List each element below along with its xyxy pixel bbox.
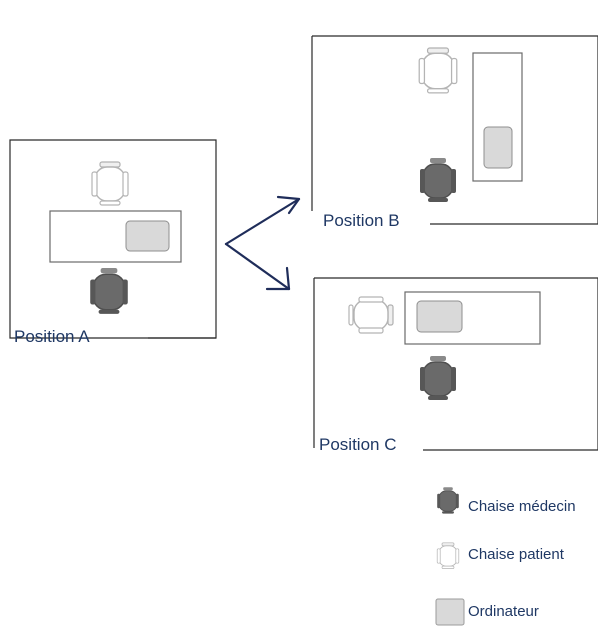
patient-chair-b-icon (418, 47, 458, 94)
arrow-to-c-head (265, 266, 291, 291)
position-c-label: Position C (319, 435, 397, 454)
transition-arrows (224, 195, 301, 291)
doctor-chair-a-icon (89, 268, 129, 315)
legend-patient-chair-label: Chaise patient (468, 546, 564, 563)
doctor-chair-c-icon (419, 355, 457, 401)
arrow-to-c (224, 242, 291, 291)
legend-doctor-chair-label: Chaise médecin (468, 498, 576, 515)
position-b-label: Position B (323, 211, 400, 230)
position-c-frame (313, 277, 598, 451)
patient-chair-a-icon (91, 161, 129, 206)
computer-c-icon (416, 300, 463, 333)
position-a-label: Position A (14, 327, 90, 346)
patient-chair-c-icon (348, 296, 394, 334)
computer-a-icon (125, 220, 170, 252)
position-a-group (9, 139, 217, 339)
arrow-to-b (224, 197, 301, 246)
legend-computer-label: Ordinateur (468, 603, 539, 620)
arrow-to-b-head (276, 195, 301, 215)
position-c-group (313, 277, 598, 451)
position-b-group (311, 35, 598, 225)
position-b-frame (311, 35, 598, 225)
computer-b-icon (483, 126, 513, 169)
doctor-chair-b-icon (419, 157, 457, 203)
